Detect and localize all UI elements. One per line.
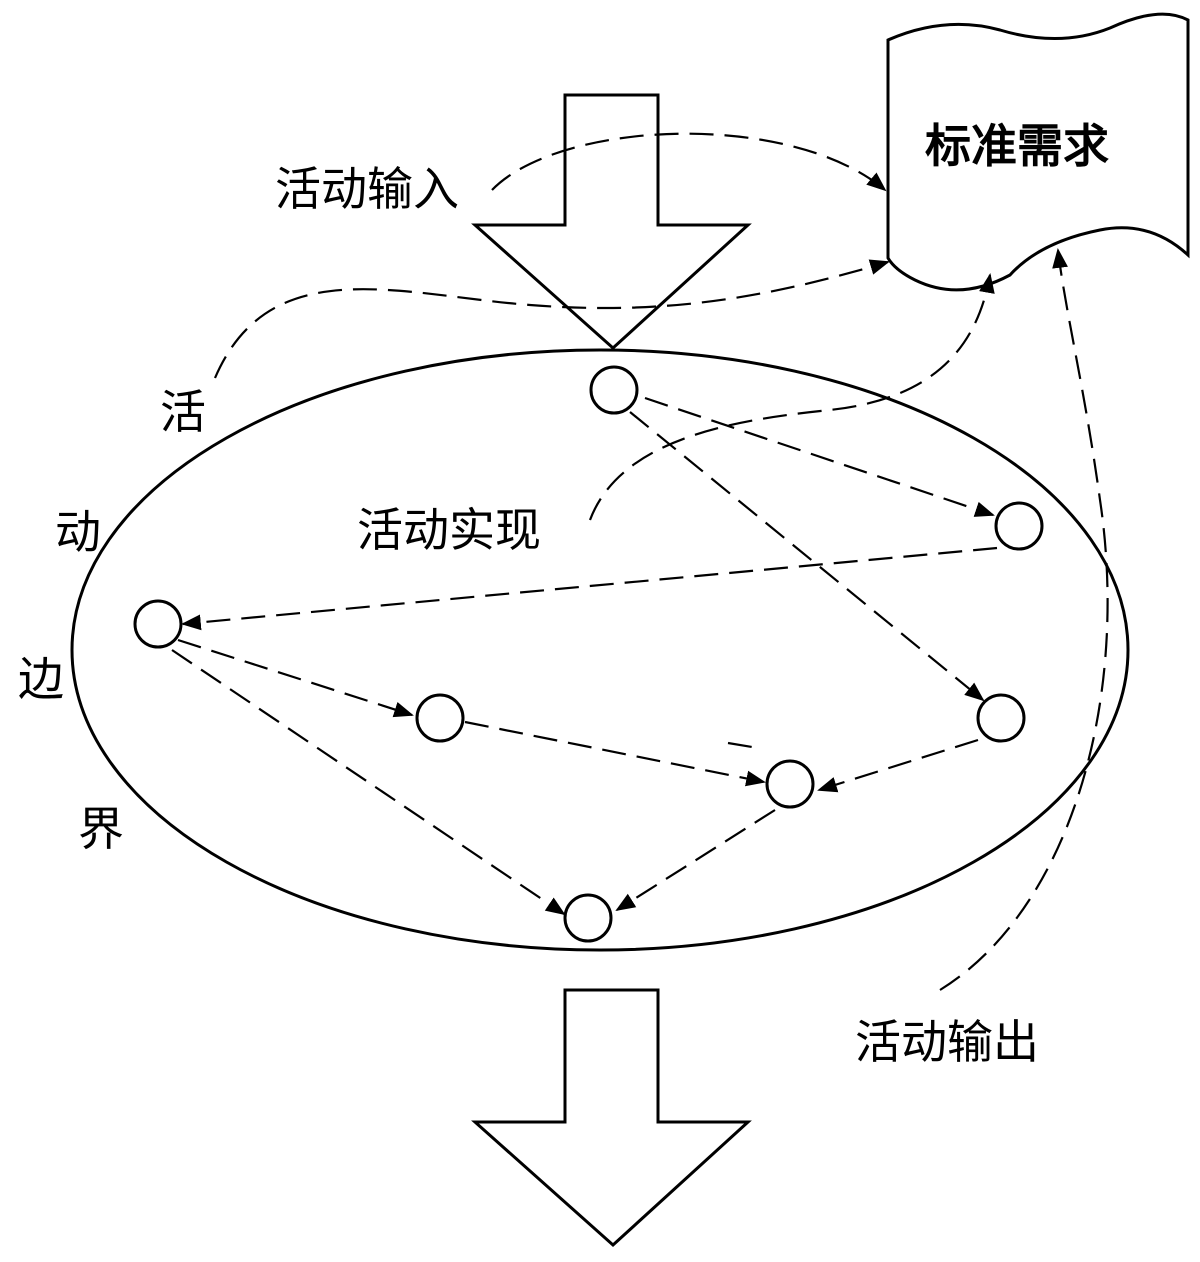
activity-output-label: 活动输出 [855,1015,1039,1069]
input-to-requirement-connector [491,132,887,192]
activity-realization-label: 活动实现 [357,503,541,557]
standard-requirement-label: 标准需求 [925,119,1109,173]
activity-boundary-ellipse [70,348,1130,952]
activity-node-center [415,693,465,743]
flow-top-to-mid-right [629,411,985,702]
flow-top-to-right [644,396,995,517]
realization-to-requirement-connector [588,273,995,521]
flow-left-to-center [177,638,414,718]
output-arrow [471,988,752,1248]
boundary-label-char-1: 活 [160,385,206,439]
input-arrow [471,93,752,351]
boundary-to-requirement-connector [213,259,890,379]
flow-center-to-lower [464,720,766,787]
boundary-label-char-4: 界 [78,802,124,856]
activity-node-top [589,365,639,415]
activity-node-mid-right [976,693,1026,743]
boundary-label-char-2: 动 [55,505,101,559]
activity-node-left [133,599,183,649]
activity-input-label: 活动输入 [275,162,459,216]
flow-lower-to-bottom [615,809,776,912]
flow-midright-to-lower [817,738,979,793]
boundary-label-char-3: 边 [18,652,64,706]
flow-left-to-bottom [171,649,566,916]
activity-node-right [994,501,1044,551]
activity-node-bottom [563,893,613,943]
activity-node-lower [765,759,815,809]
standard-requirement-document [886,12,1190,292]
output-to-requirement-connector [939,248,1109,991]
stray-dash [727,741,753,749]
flow-right-to-left [181,546,998,631]
